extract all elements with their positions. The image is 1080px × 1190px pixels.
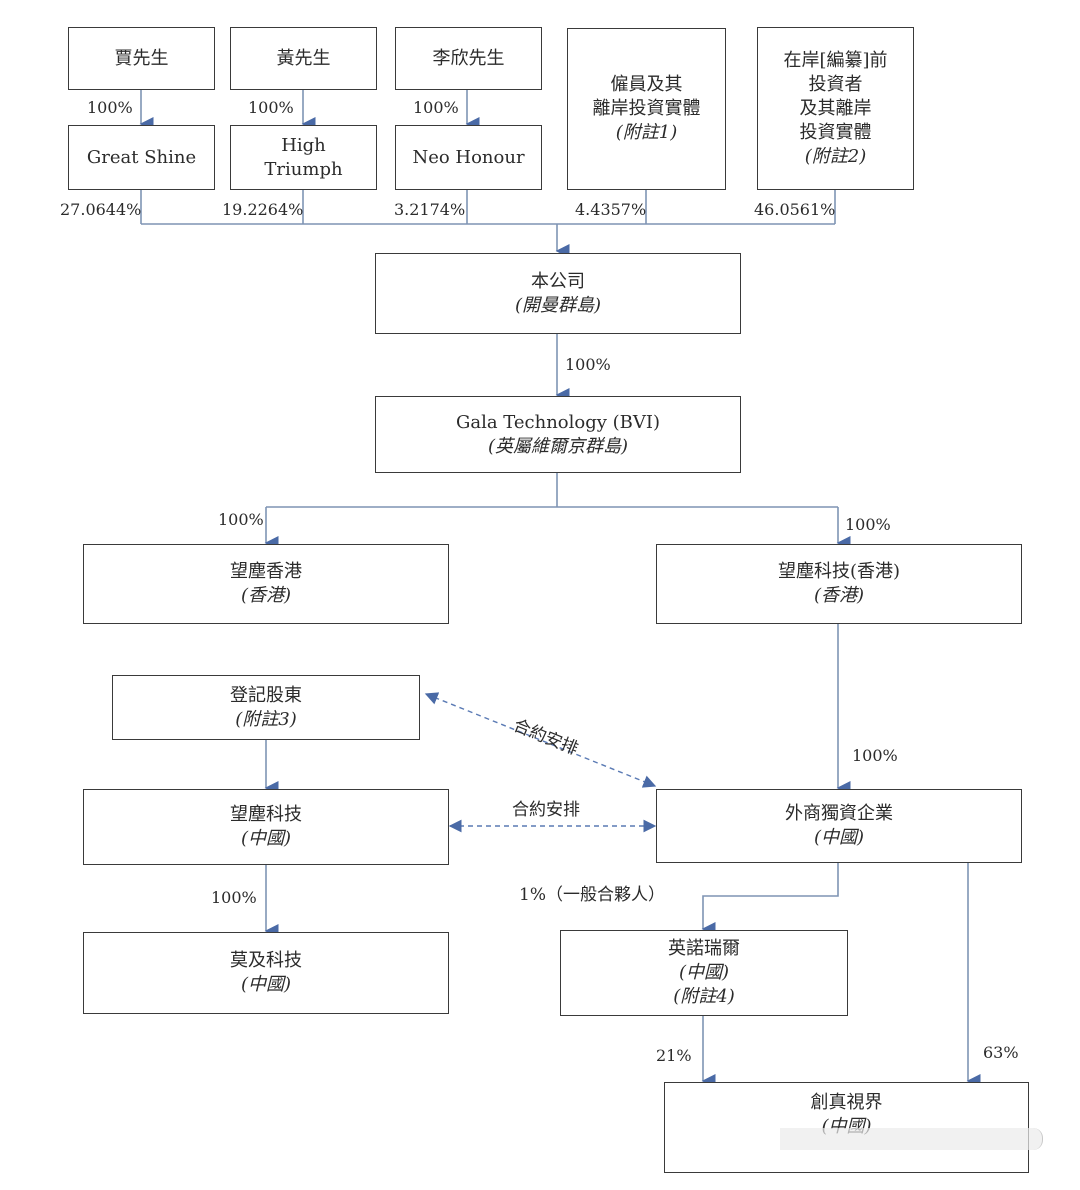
node-employees-line1: 僱員及其 <box>610 74 683 95</box>
node-yingnuoruier-note: (附註4) <box>673 986 735 1007</box>
label-contract-arrangement-horizontal: 合約安排 <box>512 800 580 820</box>
node-employees-line2: 離岸投資實體 <box>592 98 701 119</box>
label-employees-share: 4.4357% <box>575 200 647 219</box>
edge-wfoe-yingnuoruier <box>701 862 839 936</box>
label-yingnuoruier-chuangzhen: 21% <box>656 1046 692 1065</box>
label-great-shine-share: 27.0644% <box>60 200 142 219</box>
node-onshore-line2: 投資者 <box>808 73 863 95</box>
node-registered-shareholders: 登記股東 (附註3) <box>112 675 420 740</box>
label-wfoe-yingnuoruier: 1%（一般合夥人） <box>519 885 665 905</box>
node-wangzuo-tech-hk-jurisdiction: (香港) <box>813 585 865 606</box>
node-onshore-investors: 在岸[編纂]前 投資者 及其離岸 投資實體 (附註2) <box>757 27 914 190</box>
node-high-triumph-line2: Triumph <box>264 158 343 180</box>
node-neo-honour-name: Neo Honour <box>412 146 525 168</box>
label-wangzuo-tech-hk-wfoe: 100% <box>852 746 898 765</box>
label-jia-great-shine: 100% <box>87 98 133 117</box>
node-huang-name: 黃先生 <box>276 47 331 69</box>
label-high-triumph-share: 19.2264% <box>222 200 304 219</box>
node-employees: 僱員及其 離岸投資實體 (附註1) <box>567 28 726 190</box>
node-onshore-line3: 及其離岸 <box>799 97 872 119</box>
node-gala-jurisdiction: (英屬維爾京群島) <box>487 435 629 457</box>
label-gala-wangzuo-tech-hk: 100% <box>845 515 891 534</box>
node-jia-name: 賈先生 <box>114 47 169 69</box>
label-company-gala: 100% <box>565 355 611 374</box>
node-great-shine: Great Shine <box>68 125 215 190</box>
node-company-jurisdiction: (開曼群島) <box>514 294 602 316</box>
node-wangzuo-hk-jurisdiction: (香港) <box>240 585 292 606</box>
node-wangzuo-hk-name: 望塵香港 <box>230 561 302 582</box>
watermark-overlay <box>780 1128 1043 1150</box>
label-onshore-share: 46.0561% <box>754 200 836 219</box>
node-moji-jurisdiction: (中國) <box>240 974 292 995</box>
node-li-name: 李欣先生 <box>432 47 505 69</box>
node-yingnuoruier-jurisdiction: (中國) <box>678 962 730 983</box>
node-yingnuoruier: 英諾瑞爾 (中國) (附註4) <box>560 930 848 1016</box>
label-li-neo-honour: 100% <box>413 98 459 117</box>
node-registered-note: (附註3) <box>235 708 297 730</box>
label-huang-high-triumph: 100% <box>248 98 294 117</box>
node-onshore-line4: 投資實體 <box>799 121 872 143</box>
node-company-name: 本公司 <box>531 270 585 292</box>
node-company: 本公司 (開曼群島) <box>375 253 741 334</box>
node-wangzuo-tech-cn-name: 望塵科技 <box>230 804 302 825</box>
label-wfoe-chuangzhen: 63% <box>983 1043 1019 1062</box>
node-wangzuo-tech-hk-name: 望塵科技(香港) <box>777 561 901 582</box>
label-wangzuo-cn-moji: 100% <box>211 888 257 907</box>
node-chuangzhen-name: 創真視界 <box>810 1092 883 1113</box>
node-moji-tech: 莫及科技 (中國) <box>83 932 449 1014</box>
label-gala-wangzuo-hk: 100% <box>218 510 264 529</box>
node-jia: 賈先生 <box>68 27 215 90</box>
node-employees-note: (附註1) <box>615 122 678 143</box>
node-wangzuo-hk: 望塵香港 (香港) <box>83 544 449 624</box>
label-neo-honour-share: 3.2174% <box>394 200 466 219</box>
node-registered-name: 登記股東 <box>230 684 302 706</box>
node-wangzuo-tech-cn: 望塵科技 (中國) <box>83 789 449 865</box>
node-high-triumph-line1: High <box>281 134 326 156</box>
node-moji-name: 莫及科技 <box>230 950 302 971</box>
node-wangzuo-tech-hk: 望塵科技(香港) (香港) <box>656 544 1022 624</box>
node-wangzuo-tech-cn-jurisdiction: (中國) <box>240 828 292 849</box>
node-wfoe-name: 外商獨資企業 <box>785 803 893 824</box>
node-li: 李欣先生 <box>395 27 542 90</box>
node-onshore-note: (附註2) <box>804 145 867 167</box>
node-neo-honour: Neo Honour <box>395 125 542 190</box>
node-huang: 黃先生 <box>230 27 377 90</box>
node-gala-name: Gala Technology (BVI) <box>455 411 661 433</box>
node-wfoe: 外商獨資企業 (中國) <box>656 789 1022 863</box>
node-gala-bvi: Gala Technology (BVI) (英屬維爾京群島) <box>375 396 741 473</box>
node-wfoe-jurisdiction: (中國) <box>813 827 865 848</box>
node-high-triumph: High Triumph <box>230 125 377 190</box>
node-great-shine-name: Great Shine <box>86 146 197 168</box>
node-yingnuoruier-name: 英諾瑞爾 <box>668 938 740 959</box>
node-onshore-line1: 在岸[編纂]前 <box>783 49 888 71</box>
